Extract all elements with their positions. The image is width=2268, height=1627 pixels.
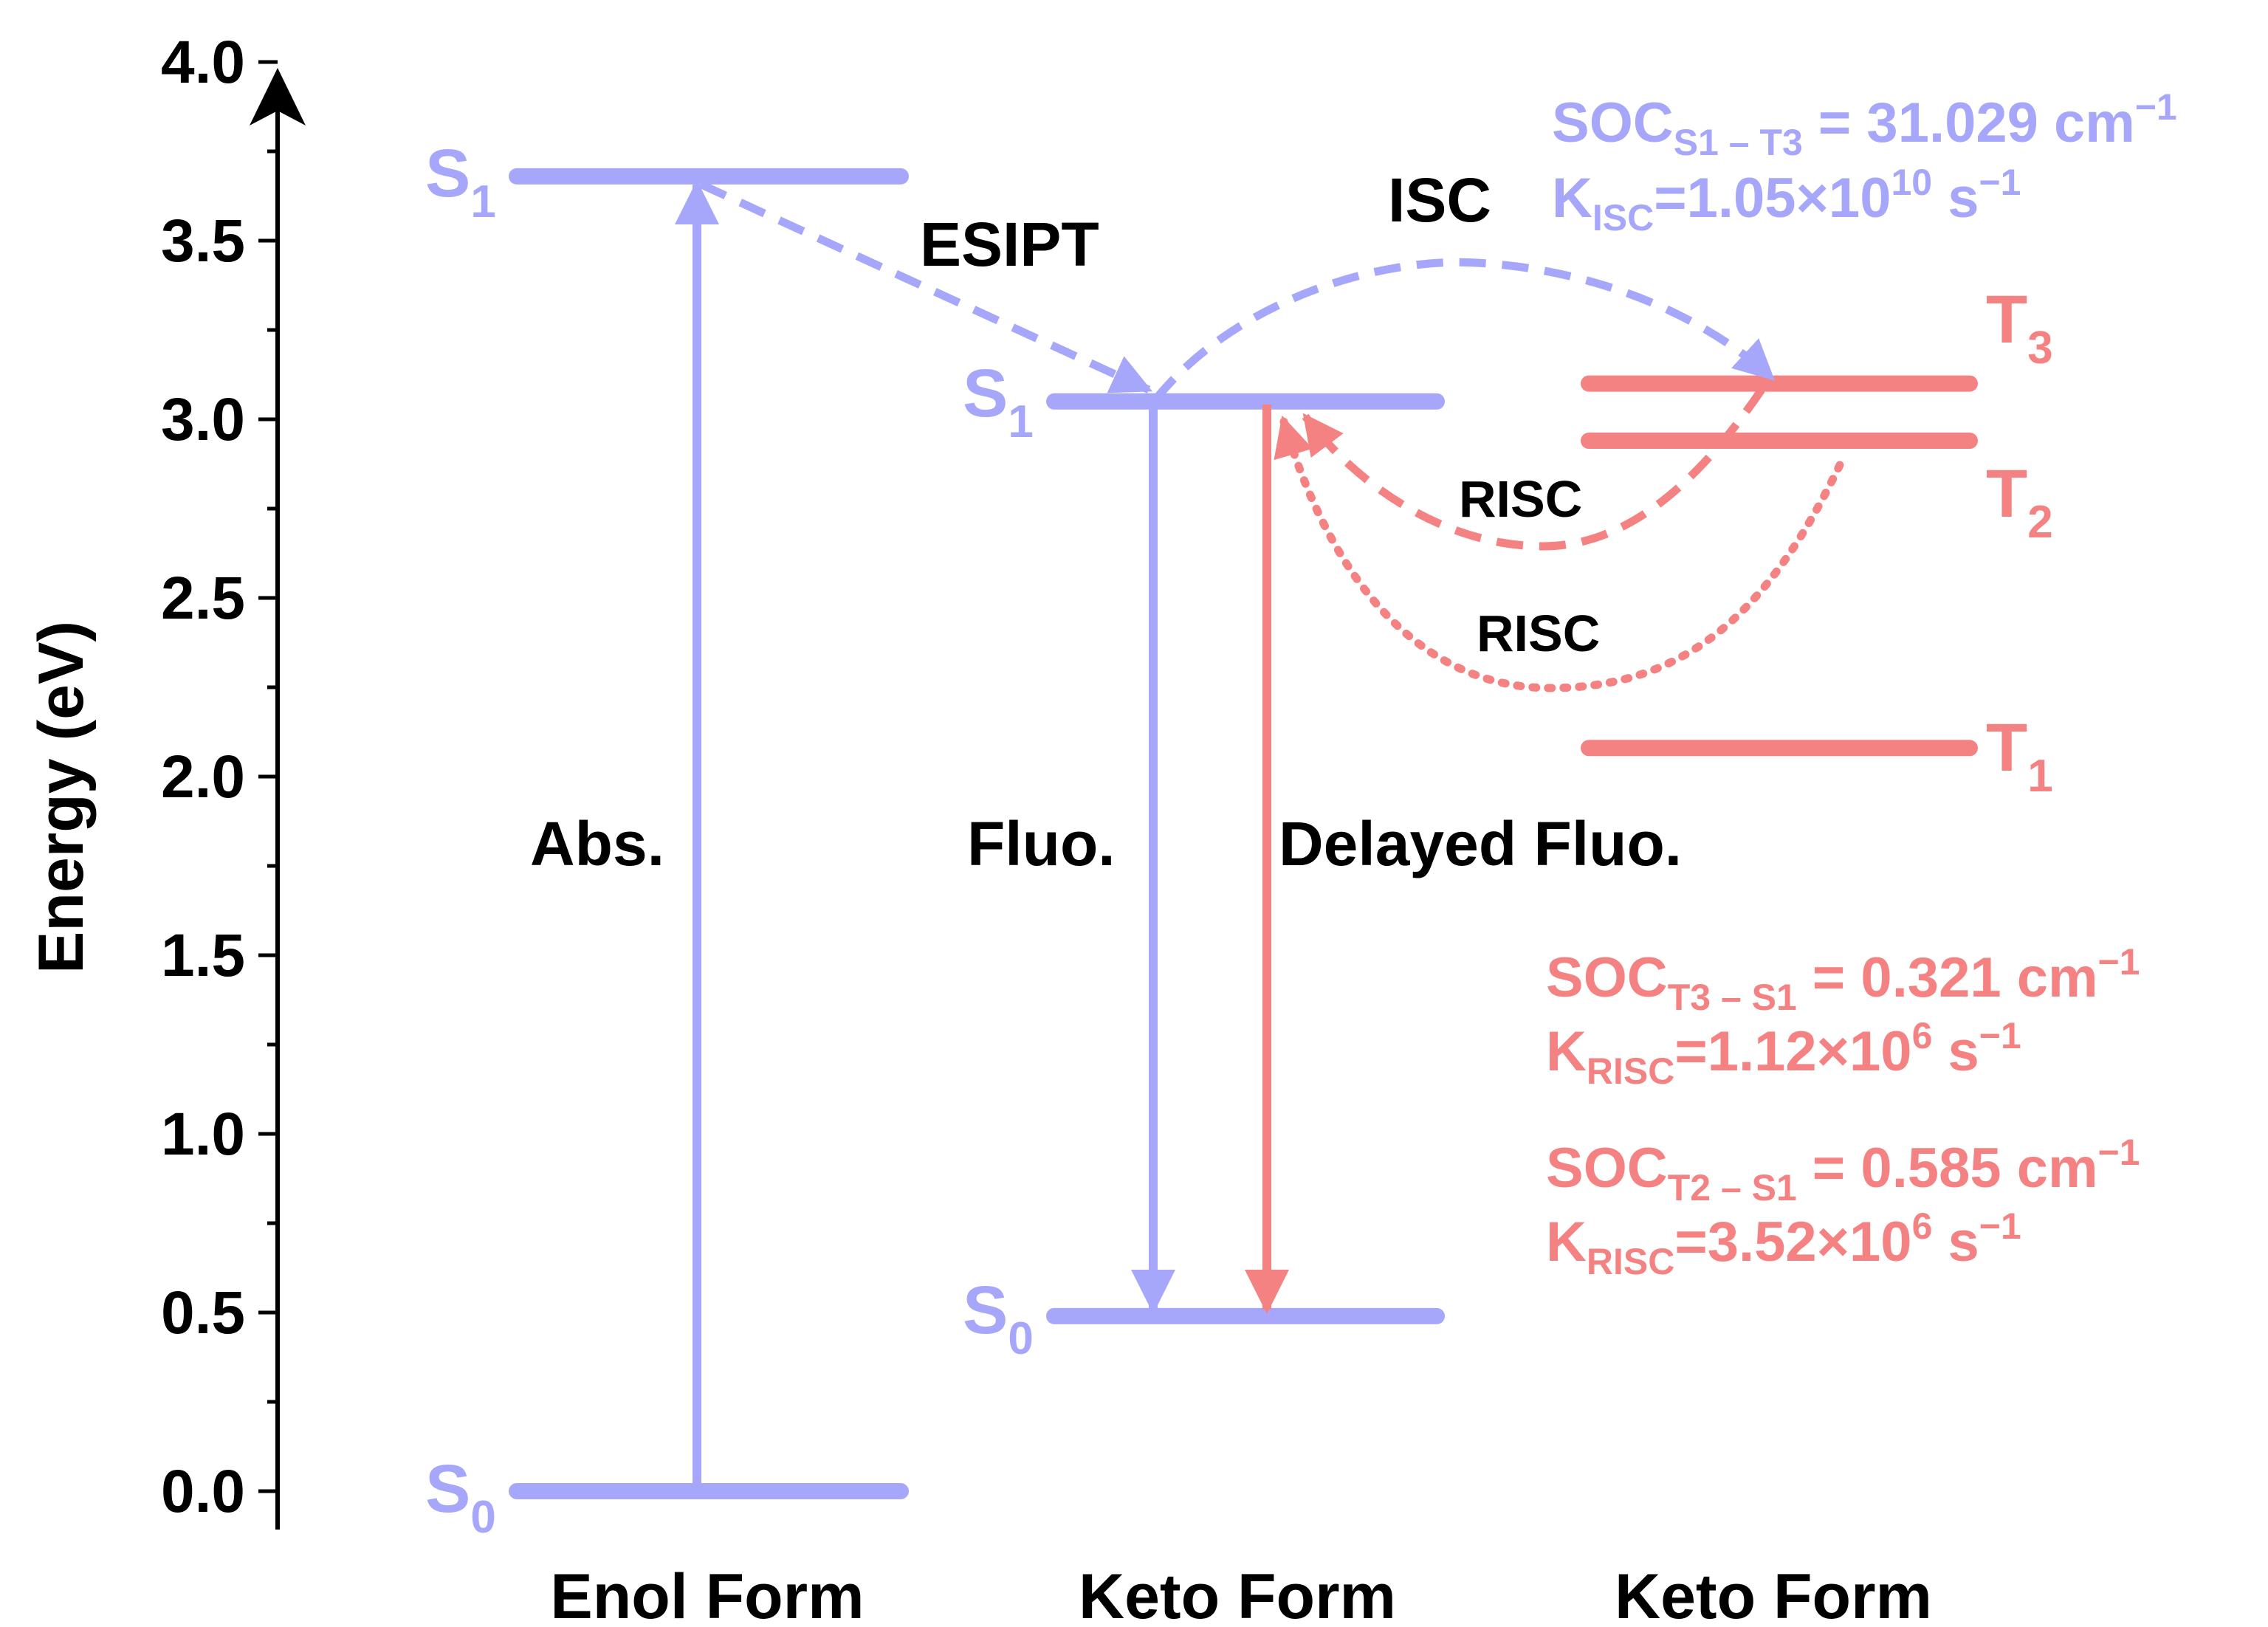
enol-form-label: Enol Form	[550, 1561, 864, 1627]
isc-arrow	[1152, 258, 1776, 402]
tick-label: 0.5	[161, 1279, 245, 1346]
energy-levels	[509, 168, 1978, 1499]
risc-t2-annotation: SOCT2 – S1 = 0.585 cm−1 KRISC=3.52×106 s…	[1546, 1132, 2140, 1282]
risc-t3-annotation: SOCT3 – S1 = 0.321 cm−1 KRISC=1.12×106 s…	[1546, 941, 2140, 1092]
risc-t2-arrow	[1274, 415, 1844, 692]
risc-t2-soc-text: SOCT2 – S1 = 0.585 cm−1	[1546, 1132, 2140, 1208]
esipt-label: ESIPT	[920, 210, 1099, 279]
isc-rate-text: KISC=1.05×1010 s−1	[1552, 162, 2021, 238]
isc-label: ISC	[1388, 165, 1491, 235]
process-labels: Abs. ESIPT ISC Fluo. Delayed Fluo. RISC …	[530, 165, 1682, 878]
risc-t2-label: RISC	[1477, 605, 1600, 662]
risc-t3-label: RISC	[1459, 470, 1582, 528]
tick-label: 3.0	[161, 386, 245, 453]
keto-s1-label: S1	[963, 356, 1034, 447]
esipt-arrow	[699, 181, 1152, 393]
tick-label: 2.0	[161, 743, 245, 811]
tick-label: 1.0	[161, 1101, 245, 1168]
risc-t3-rate-text: KRISC=1.12×106 s−1	[1546, 1015, 2021, 1092]
y-axis-arrowhead	[250, 68, 306, 125]
isc-soc-text: SOCS1 – T3 = 31.029 cm−1	[1552, 86, 2177, 163]
form-labels: Enol Form Keto Form Keto Form	[550, 1561, 1932, 1627]
risc-t3-arrow	[1302, 387, 1765, 551]
delayed-fluo-label: Delayed Fluo.	[1279, 809, 1682, 878]
enol-s1-label: S1	[425, 136, 496, 227]
keto-form-label-singlet: Keto Form	[1079, 1561, 1396, 1627]
y-axis-tick-labels: 0.0 0.5 1.0 1.5 2.0 2.5 3.0 3.5 4.0	[161, 29, 245, 1525]
tick-label: 3.5	[161, 207, 245, 275]
t1-label: T1	[1986, 710, 2053, 802]
y-axis: 0.0 0.5 1.0 1.5 2.0 2.5 3.0 3.5 4.0 Energy (eV)	[26, 29, 306, 1530]
abs-label: Abs.	[530, 809, 664, 878]
t3-label: T3	[1986, 282, 2053, 374]
transitions	[675, 180, 1844, 1491]
risc-t2-rate-text: KRISC=3.52×106 s−1	[1546, 1205, 2021, 1282]
isc-annotation: SOCS1 – T3 = 31.029 cm−1 KISC=1.05×1010 …	[1552, 86, 2177, 238]
keto-s0-label: S0	[963, 1273, 1034, 1364]
tick-label: 2.5	[161, 565, 245, 632]
fluo-label: Fluo.	[967, 809, 1116, 878]
risc-t3-soc-text: SOCT3 – S1 = 0.321 cm−1	[1546, 941, 2140, 1018]
tick-label: 0.0	[161, 1458, 245, 1525]
y-axis-ticks	[258, 60, 278, 1493]
keto-form-label-triplet: Keto Form	[1615, 1561, 1932, 1627]
y-axis-title: Energy (eV)	[26, 621, 97, 974]
enol-s0-label: S0	[425, 1451, 496, 1543]
tick-label: 1.5	[161, 922, 245, 989]
state-labels: S1 S0 S1 S0 T3 T2 T1	[425, 136, 2053, 1543]
tick-label: 4.0	[161, 29, 245, 96]
t2-label: T2	[1986, 456, 2053, 548]
